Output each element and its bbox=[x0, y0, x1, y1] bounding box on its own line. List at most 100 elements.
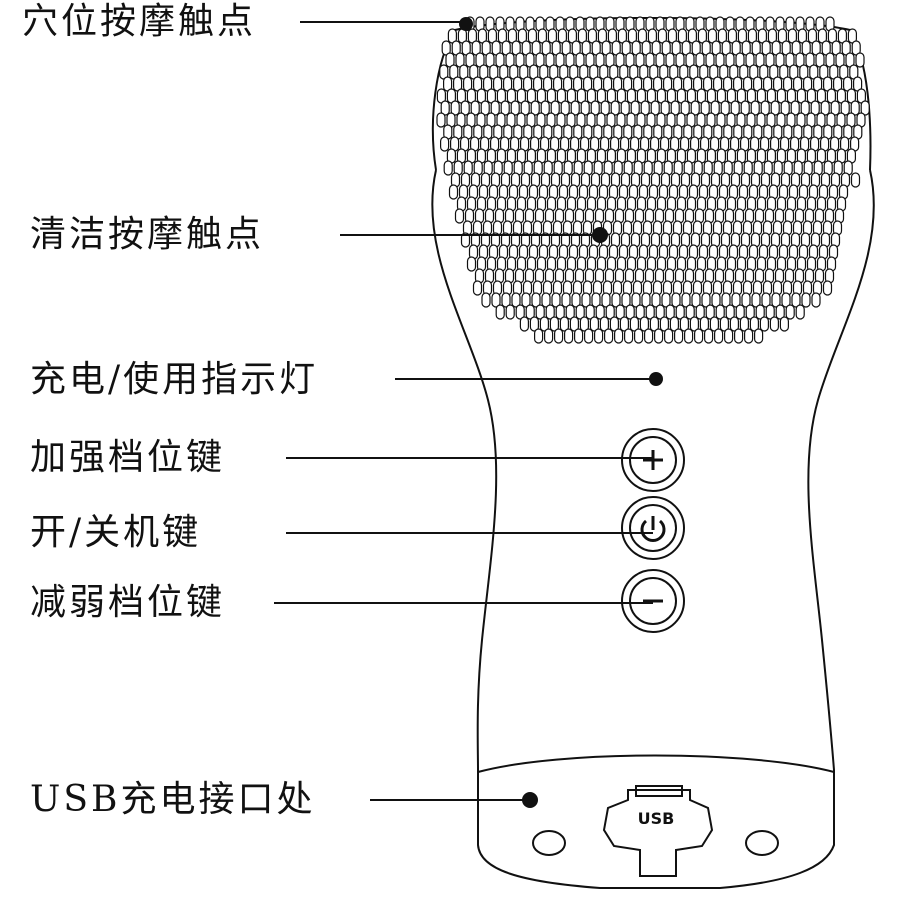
bristle bbox=[520, 100, 530, 116]
bristle bbox=[454, 208, 465, 224]
bristle bbox=[643, 328, 654, 344]
bristle bbox=[490, 100, 500, 116]
bristle bbox=[665, 304, 675, 320]
bristle bbox=[721, 292, 731, 308]
bristle bbox=[810, 100, 820, 116]
label-indicator-light: 充电/使用指示灯 bbox=[30, 359, 319, 400]
boost-button[interactable] bbox=[621, 428, 685, 492]
bristle bbox=[535, 304, 545, 320]
bristle bbox=[753, 328, 764, 344]
power-button[interactable] bbox=[621, 496, 685, 560]
bristle bbox=[440, 100, 450, 116]
bristle bbox=[631, 292, 641, 308]
bristle bbox=[541, 292, 551, 308]
bristle bbox=[735, 304, 745, 320]
bristle bbox=[690, 100, 700, 116]
bristle bbox=[625, 304, 635, 320]
bristle bbox=[583, 328, 594, 344]
bristle bbox=[495, 304, 505, 320]
bristle bbox=[710, 100, 720, 116]
bristle bbox=[472, 280, 483, 296]
bristle bbox=[599, 316, 610, 332]
bristle bbox=[683, 328, 694, 344]
bristle bbox=[725, 304, 735, 320]
bristle bbox=[635, 304, 645, 320]
bristle bbox=[709, 316, 720, 332]
bristle bbox=[840, 100, 850, 116]
label-cleansing-contacts: 清洁按摩触点 bbox=[30, 214, 265, 255]
bristle bbox=[443, 160, 453, 176]
bristle bbox=[733, 328, 744, 344]
label-reduce-button: 减弱档位键 bbox=[30, 582, 226, 623]
bristle bbox=[563, 328, 574, 344]
bristle bbox=[491, 292, 501, 308]
bristle bbox=[579, 316, 590, 332]
bristle bbox=[680, 100, 690, 116]
bristle bbox=[771, 292, 781, 308]
bristle bbox=[705, 304, 715, 320]
label-boost-button: 加强档位键 bbox=[30, 437, 226, 478]
bristle bbox=[855, 52, 865, 68]
device-body-outline bbox=[431, 169, 875, 889]
bristle bbox=[775, 304, 785, 320]
bristle bbox=[619, 316, 630, 332]
bristle bbox=[560, 100, 570, 116]
bristle bbox=[761, 292, 771, 308]
bristle bbox=[659, 316, 670, 332]
bristle bbox=[850, 172, 861, 188]
bristle bbox=[610, 100, 620, 116]
bristle bbox=[500, 100, 510, 116]
screw-hole-right bbox=[745, 830, 779, 856]
bristle bbox=[580, 100, 590, 116]
bristle bbox=[770, 100, 780, 116]
bristle bbox=[553, 328, 564, 344]
bristle bbox=[591, 292, 601, 308]
bristle bbox=[470, 100, 480, 116]
power-icon bbox=[640, 516, 666, 542]
bristle bbox=[436, 112, 446, 128]
bristle bbox=[555, 304, 565, 320]
bristle bbox=[653, 328, 664, 344]
bristle bbox=[669, 316, 680, 332]
label-usb-port: USB充电接口处 bbox=[30, 779, 316, 820]
bristle bbox=[589, 316, 600, 332]
bristle bbox=[730, 100, 740, 116]
bristle bbox=[781, 292, 791, 308]
bristle bbox=[670, 100, 680, 116]
bristle bbox=[769, 316, 780, 332]
bristle bbox=[613, 328, 624, 344]
usb-cover-text: USB bbox=[638, 809, 675, 828]
bristle bbox=[820, 100, 830, 116]
bristle bbox=[603, 328, 614, 344]
bristle bbox=[645, 304, 655, 320]
bristle bbox=[681, 292, 691, 308]
bristle bbox=[480, 100, 490, 116]
bristle bbox=[609, 316, 620, 332]
bristle bbox=[590, 100, 600, 116]
bristle bbox=[790, 100, 800, 116]
bristle bbox=[663, 328, 674, 344]
bristle bbox=[570, 100, 580, 116]
bristle bbox=[575, 304, 585, 320]
bristle bbox=[510, 100, 520, 116]
bristle bbox=[779, 316, 790, 332]
bristle bbox=[723, 328, 734, 344]
plus-icon bbox=[643, 450, 663, 470]
bristle bbox=[850, 100, 860, 116]
bristle bbox=[651, 292, 661, 308]
bristle bbox=[743, 328, 754, 344]
bristle bbox=[605, 304, 615, 320]
bristle bbox=[800, 100, 810, 116]
usb-cover-tab bbox=[635, 785, 683, 797]
bristle bbox=[543, 328, 554, 344]
bristle bbox=[615, 304, 625, 320]
bristle bbox=[450, 100, 460, 116]
bristle bbox=[533, 328, 544, 344]
bristle bbox=[780, 100, 790, 116]
reduce-button[interactable] bbox=[621, 569, 685, 633]
bristle bbox=[540, 100, 550, 116]
bristle bbox=[750, 100, 760, 116]
bristle bbox=[515, 304, 525, 320]
